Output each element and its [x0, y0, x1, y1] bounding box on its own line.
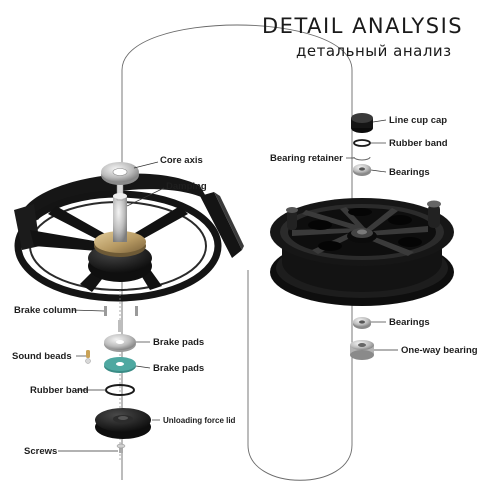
label-rubber-band-left: Rubber band: [30, 385, 89, 396]
label-brake-column: Brake column: [14, 305, 77, 316]
label-rubber-band-right: Rubber band: [389, 138, 448, 149]
one-way-bearing-part: [350, 340, 374, 360]
bearing-retainer-clip: [353, 156, 371, 161]
unloading-force-lid-part: [95, 408, 151, 439]
core-axis-washer: [101, 162, 139, 185]
screws-part: [116, 443, 126, 453]
label-unloading-force-lid: Unloading force lid: [163, 416, 236, 425]
page-subtitle: детальный анализ: [296, 42, 452, 60]
right-leader-lines: [346, 119, 398, 351]
label-brake-pads-2: Brake pads: [153, 363, 205, 374]
label-brake-pads-1: Brake pads: [153, 337, 205, 348]
label-damping: Damping: [166, 181, 207, 192]
rubber-band-ring-right: [353, 139, 371, 147]
label-one-way-bearing: One-way bearing: [401, 345, 478, 356]
left-reel-frame: [14, 173, 244, 302]
label-sound-beads: Sound beads: [12, 351, 72, 362]
label-line-cup-cap: Line cup cap: [389, 115, 448, 126]
bearings-bottom-part: [353, 317, 371, 329]
page-title: DETAIL ANALYSIS: [262, 14, 464, 38]
label-bearing-retainer: Bearing retainer: [270, 153, 343, 164]
label-bearings-top: Bearings: [389, 167, 430, 178]
label-bearings-bottom: Bearings: [389, 317, 430, 328]
brake-pad-silver: [104, 334, 136, 352]
right-spool: [270, 198, 454, 306]
brake-pad-teal: [104, 357, 136, 373]
brake-column-pins: [104, 306, 138, 332]
label-screws: Screws: [24, 446, 58, 457]
label-core-axis: Core axis: [160, 155, 203, 166]
bearings-top-part: [353, 164, 371, 176]
sound-beads-icon: [85, 350, 91, 364]
left-leader-lines: [58, 161, 165, 452]
fishing-line-loop: [121, 24, 353, 480]
line-cup-cap-part: [351, 113, 373, 133]
fishing-line-tail: [247, 258, 353, 481]
